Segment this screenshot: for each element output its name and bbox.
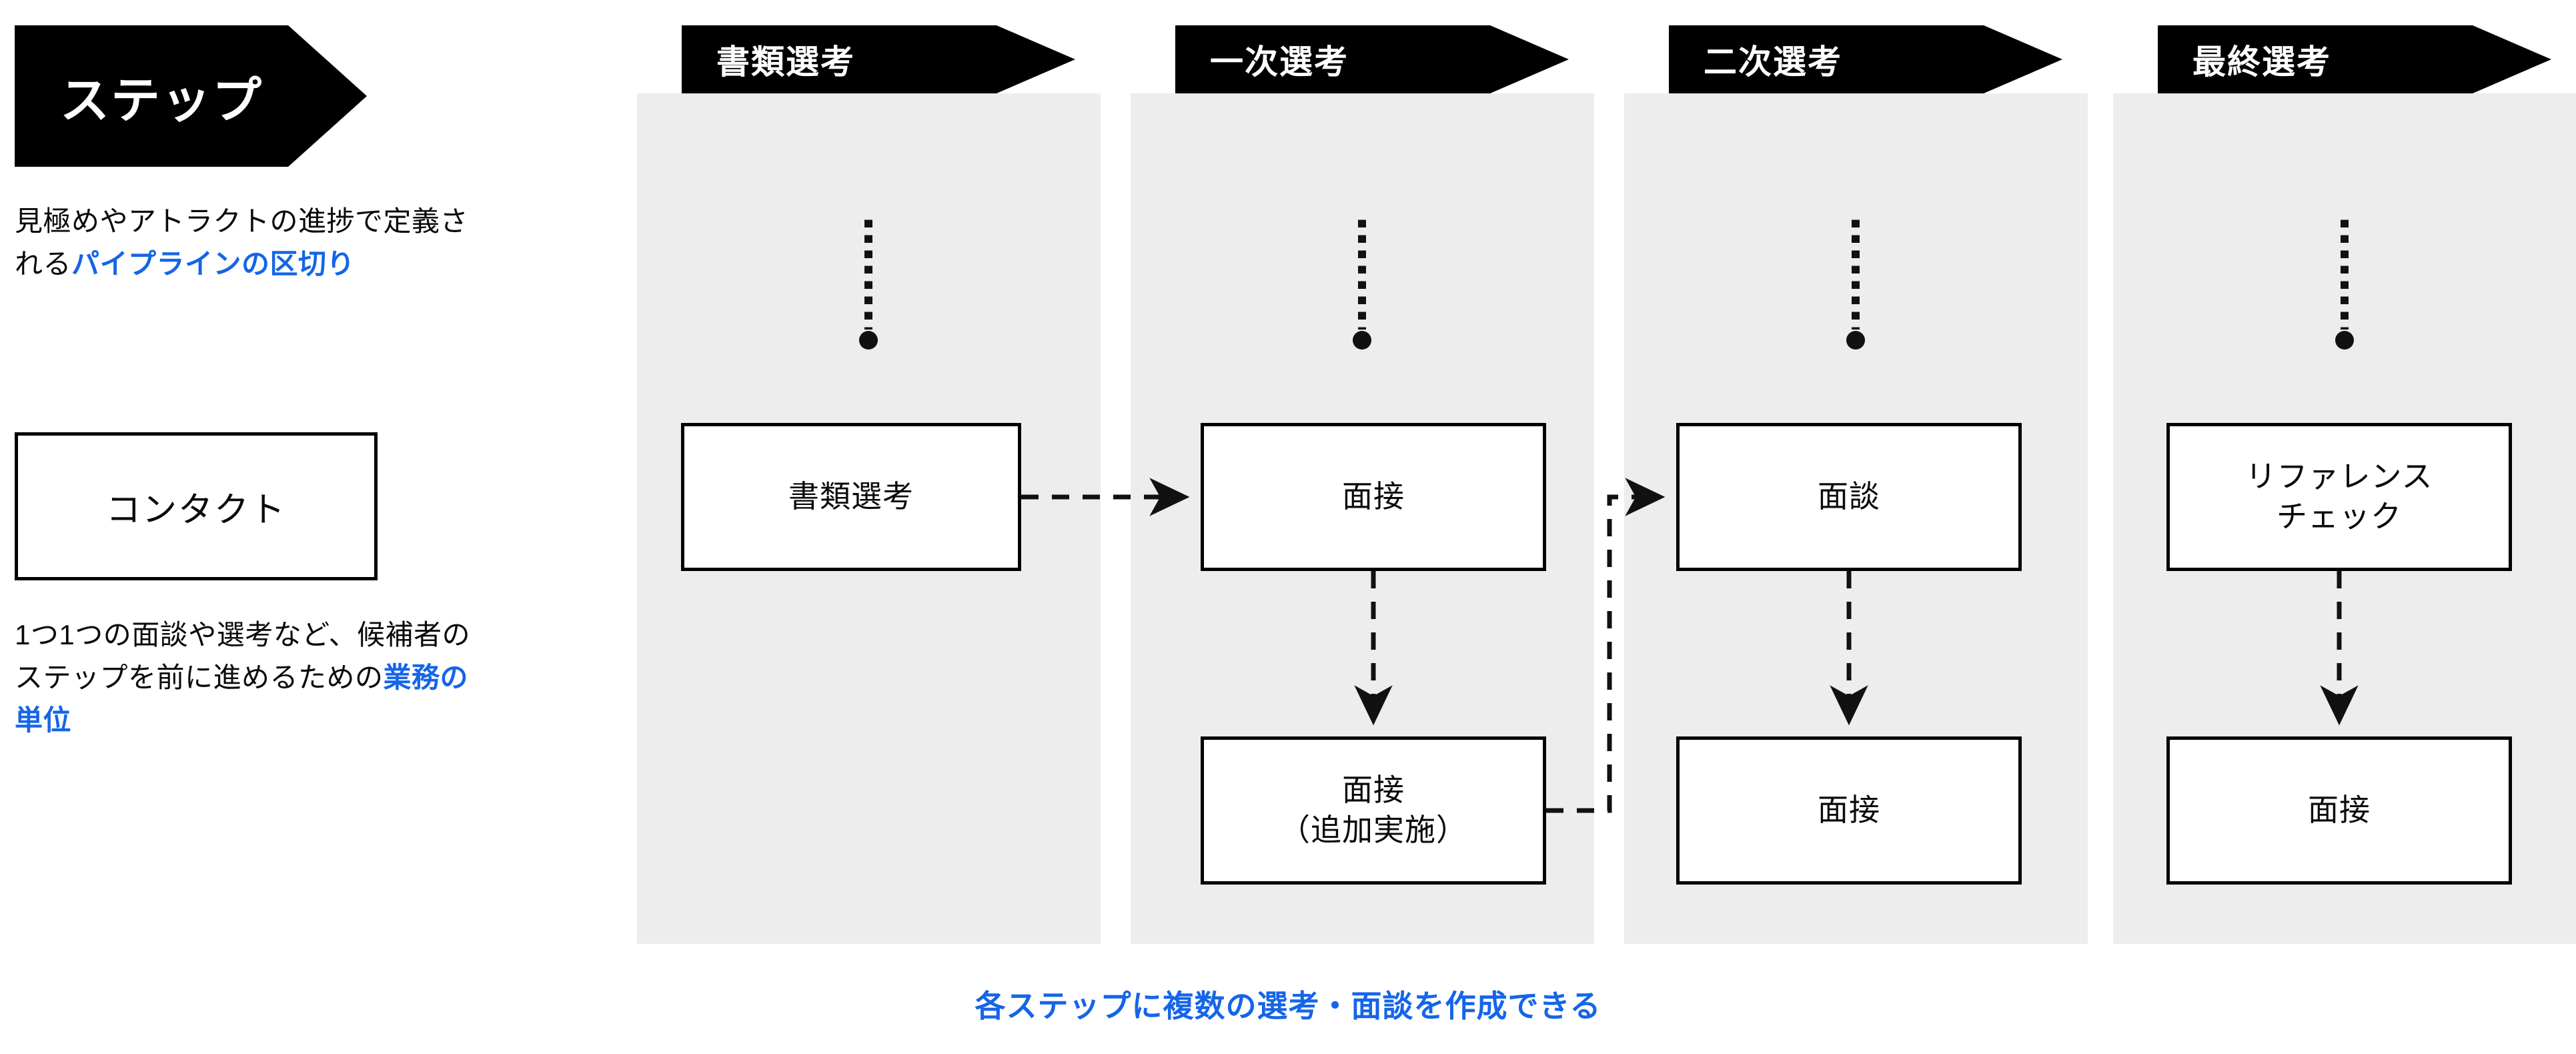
node-column4-item1-label: リファレンスチェック [2245,459,2433,534]
legend-paragraph-task-unit-plain: 1つ1つの面談や選考など、候補者のステップを前に進めるための [15,619,471,693]
footer-caption: 各ステップに複数の選考・面談を作成できる [975,989,1601,1023]
node-column2-item2-label: 面接（追加実施） [1279,772,1467,847]
contact-node[interactable]: コンタクト [15,432,378,580]
node-column1-item1[interactable]: 書類選考 [681,423,1021,571]
step-banner-4: 最終選考 [2158,25,2551,93]
legend-paragraph-task-unit: 1つ1つの面談や選考など、候補者のステップを前に進めるための業務の単位 [15,614,482,741]
node-column4-item2-label: 面接 [2308,793,2371,828]
step-banner-4-label: 最終選考 [2192,43,2331,81]
step-marker-tail-1 [864,217,872,330]
node-column4-item2[interactable]: 面接 [2166,736,2512,885]
node-column4-item1[interactable]: リファレンスチェック [2166,423,2512,571]
step-marker-tail-2 [1358,217,1366,330]
node-column2-item1-label: 面接 [1342,479,1405,514]
step-banner-1: 書類選考 [682,25,1075,93]
legend-panel: ステップ 見極めやアトラクトの進捗で定義されるパイプラインの区切り コンタクト … [0,0,627,1054]
legend-paragraph-pipeline-plain: 見極めやアトラクトの進捗で定義される [15,205,469,280]
step-banner-3-label: 二次選考 [1704,43,1842,81]
contact-node-label: コンタクト [105,490,286,530]
step-banner-2: 一次選考 [1175,25,1569,93]
step-marker-dot-1 [859,331,878,350]
step-banner-2-label: 一次選考 [1210,43,1349,81]
step-marker-tail-4 [2341,217,2349,330]
legend-paragraph-pipeline-highlight: パイプラインの区切り [71,247,356,280]
step-marker-dot-2 [1353,331,1371,350]
node-column3-item2-label: 面接 [1818,793,1880,828]
node-column3-item2[interactable]: 面接 [1676,736,2022,885]
step-banner-1-label: 書類選考 [716,43,855,81]
step-marker-dot-3 [1846,331,1865,350]
step-marker-dot-4 [2335,331,2354,350]
legend-paragraph-pipeline: 見極めやアトラクトの進捗で定義されるパイプラインの区切り [15,200,482,286]
node-column2-item2[interactable]: 面接（追加実施） [1201,736,1546,885]
node-column2-item1[interactable]: 面接 [1201,423,1546,571]
legend-paragraph-task-unit-highlight: 業務の単位 [15,661,469,736]
node-column3-item1[interactable]: 面談 [1676,423,2022,571]
step-banner-3: 二次選考 [1669,25,2062,93]
node-column3-item1-label: 面談 [1818,479,1880,514]
legend-step-banner-label: ステップ [60,72,263,128]
step-marker-tail-3 [1852,217,1860,330]
node-column1-item1-label: 書類選考 [788,479,914,514]
legend-step-banner: ステップ [15,25,367,167]
